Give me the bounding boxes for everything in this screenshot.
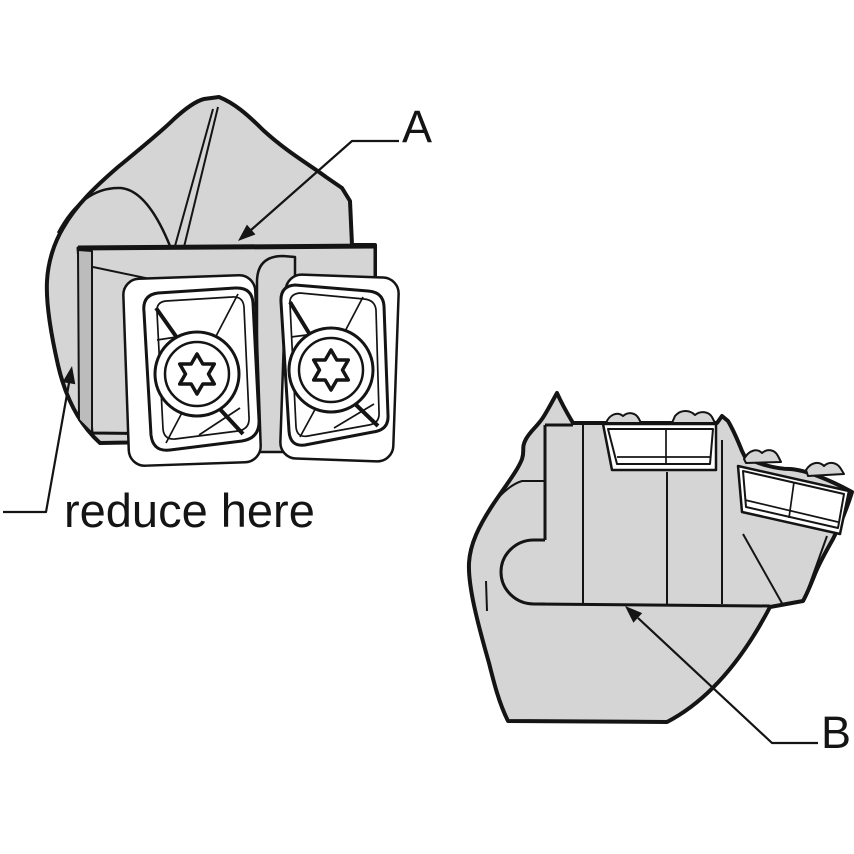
insert-tilted-edge-line (744, 499, 839, 523)
insert-tilted-pocket (736, 464, 851, 536)
insert-top-clamp-2 (671, 410, 716, 424)
insert-left-facet-6 (198, 407, 241, 436)
insert-top (601, 410, 718, 472)
figure-a: A reduce here (3, 95, 432, 537)
insert-tilted-clamp-2 (805, 461, 845, 477)
cutter-band-top-edge (77, 243, 376, 251)
insert-top-clamp-1 (605, 412, 642, 424)
insert-left-facet-2 (215, 404, 245, 436)
label-a-leader-line (250, 139, 399, 231)
reduce-here-leader-line (3, 382, 71, 514)
insert-tilted-lower-facet-2 (803, 535, 828, 601)
insert-right-facet-1 (288, 300, 314, 340)
label-a-leader (238, 139, 399, 241)
label-b-leader-line (637, 617, 818, 745)
label-b: B (821, 707, 851, 758)
insert-right-facet-6 (333, 403, 375, 429)
label-a: A (402, 101, 432, 152)
face-notch (499, 538, 545, 606)
insert-left (142, 286, 261, 452)
insert-tilted-lower-facet-3 (782, 600, 804, 606)
reduce-here-label: reduce here (64, 484, 315, 537)
insert-tilted-outline (742, 470, 845, 529)
arrowhead-icon (62, 366, 76, 385)
point-edge-line-1 (174, 108, 214, 247)
torx-screw-icon (153, 330, 241, 418)
insert-left-facet-3 (213, 293, 239, 341)
lower-left-seam (485, 580, 488, 612)
insert-right (279, 283, 390, 447)
point-edge-line-2 (183, 106, 219, 248)
reduce-here-leader (3, 366, 76, 514)
label-b-leader (625, 606, 818, 745)
figure-b: B (466, 391, 854, 758)
arrowhead-icon (238, 224, 256, 241)
insert-tilted-divider (788, 481, 795, 519)
flute-curve (56, 186, 172, 247)
face-bottom-edge (533, 602, 771, 608)
shoulder-seam (489, 480, 545, 509)
arrowhead-icon (625, 606, 643, 623)
insert-tilted-lower-facet-1 (742, 533, 784, 606)
insert-right-inset (289, 292, 380, 438)
insert-tilted (736, 449, 851, 606)
insert-tilted-clamp-1 (743, 449, 782, 464)
insert-top-outline (607, 428, 714, 465)
torx-screw-icon (287, 326, 375, 414)
side-face-strip (77, 249, 93, 434)
